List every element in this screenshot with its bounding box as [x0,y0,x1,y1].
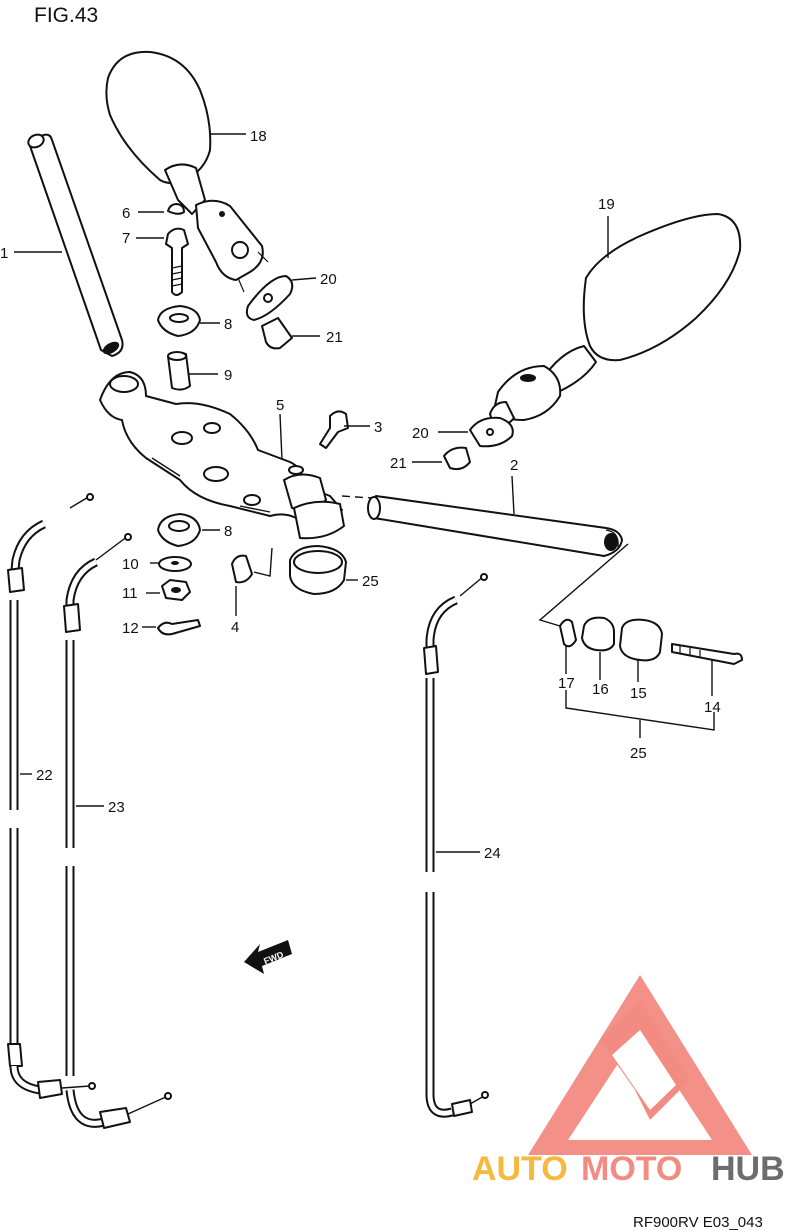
callout-18: 18 [250,128,267,145]
callout-11: 11 [122,585,138,602]
spacer-16 [581,616,615,652]
screw-14 [671,643,743,665]
callout-4: 4 [231,619,239,636]
callout-8-upper: 8 [224,316,232,333]
nut-21-right [443,446,471,471]
kit-bracket-25 [565,690,715,738]
callout-17: 17 [558,675,575,692]
spacer-9 [167,351,191,391]
callout-labels: 1 2 3 4 5 6 7 8 8 9 10 11 12 14 15 16 17… [0,128,721,862]
callout-8-lower: 8 [224,523,232,540]
callout-12: 12 [122,620,139,637]
watermark-word-hub: HUB [711,1150,785,1188]
callout-20-right: 20 [412,425,429,442]
callout-6: 6 [122,205,130,222]
callout-15: 15 [630,685,647,702]
throttle-cable-22 [7,493,94,1099]
handlebar-holder-5 [99,371,345,540]
handlebar-right [341,495,623,557]
pin-12 [157,619,201,636]
cushion-8-lower [157,513,201,547]
bolt-7 [165,227,189,296]
callout-3: 3 [374,419,382,436]
callout-24: 24 [484,845,501,862]
callout-22: 22 [36,767,53,784]
mirror-left [105,50,269,293]
handlebar-left [27,133,124,357]
watermark-logo: AUTO MOTO HUB [472,975,785,1188]
callout-19: 19 [598,196,615,213]
watermark-triangle-icon [528,975,752,1155]
cap-6 [167,203,185,215]
fwd-arrow-icon: FWD [244,940,292,974]
bracket-20-left [245,275,294,321]
throttle-cable-23 [61,533,172,1129]
callout-14: 14 [704,699,721,716]
callout-1: 1 [0,245,8,262]
figure-title: FIG.43 [34,4,98,27]
callout-20-left: 20 [320,271,337,288]
washer-10 [158,556,192,572]
nut-21-left [261,317,293,350]
callout-25-kit: 25 [630,745,647,762]
callout-21-right: 21 [390,455,407,472]
callout-23: 23 [108,799,125,816]
choke-cable-24 [423,573,489,1118]
mirror-right [489,213,742,428]
grip-ring-25 [289,545,347,595]
callout-21-left: 21 [326,329,343,346]
watermark-word-auto: AUTO [472,1150,568,1188]
weight-15 [619,618,663,662]
bolt-3 [319,410,349,449]
callout-9: 9 [224,367,232,384]
callout-16: 16 [592,681,609,698]
callout-2: 2 [510,457,518,474]
nut-4 [231,547,273,584]
leader-lines [14,133,713,853]
callout-25-ring: 25 [362,573,379,590]
cushion-8-upper [157,305,201,337]
callout-10: 10 [122,556,139,573]
bracket-20-right [469,416,514,448]
nut-11 [161,579,191,601]
callout-7: 7 [122,230,130,247]
figure-code: RF900RV E03_043 [633,1214,763,1231]
bar-end-leader [538,543,629,627]
washer-17 [559,618,577,648]
watermark-word-moto: MOTO [581,1150,682,1188]
callout-5: 5 [276,397,284,414]
